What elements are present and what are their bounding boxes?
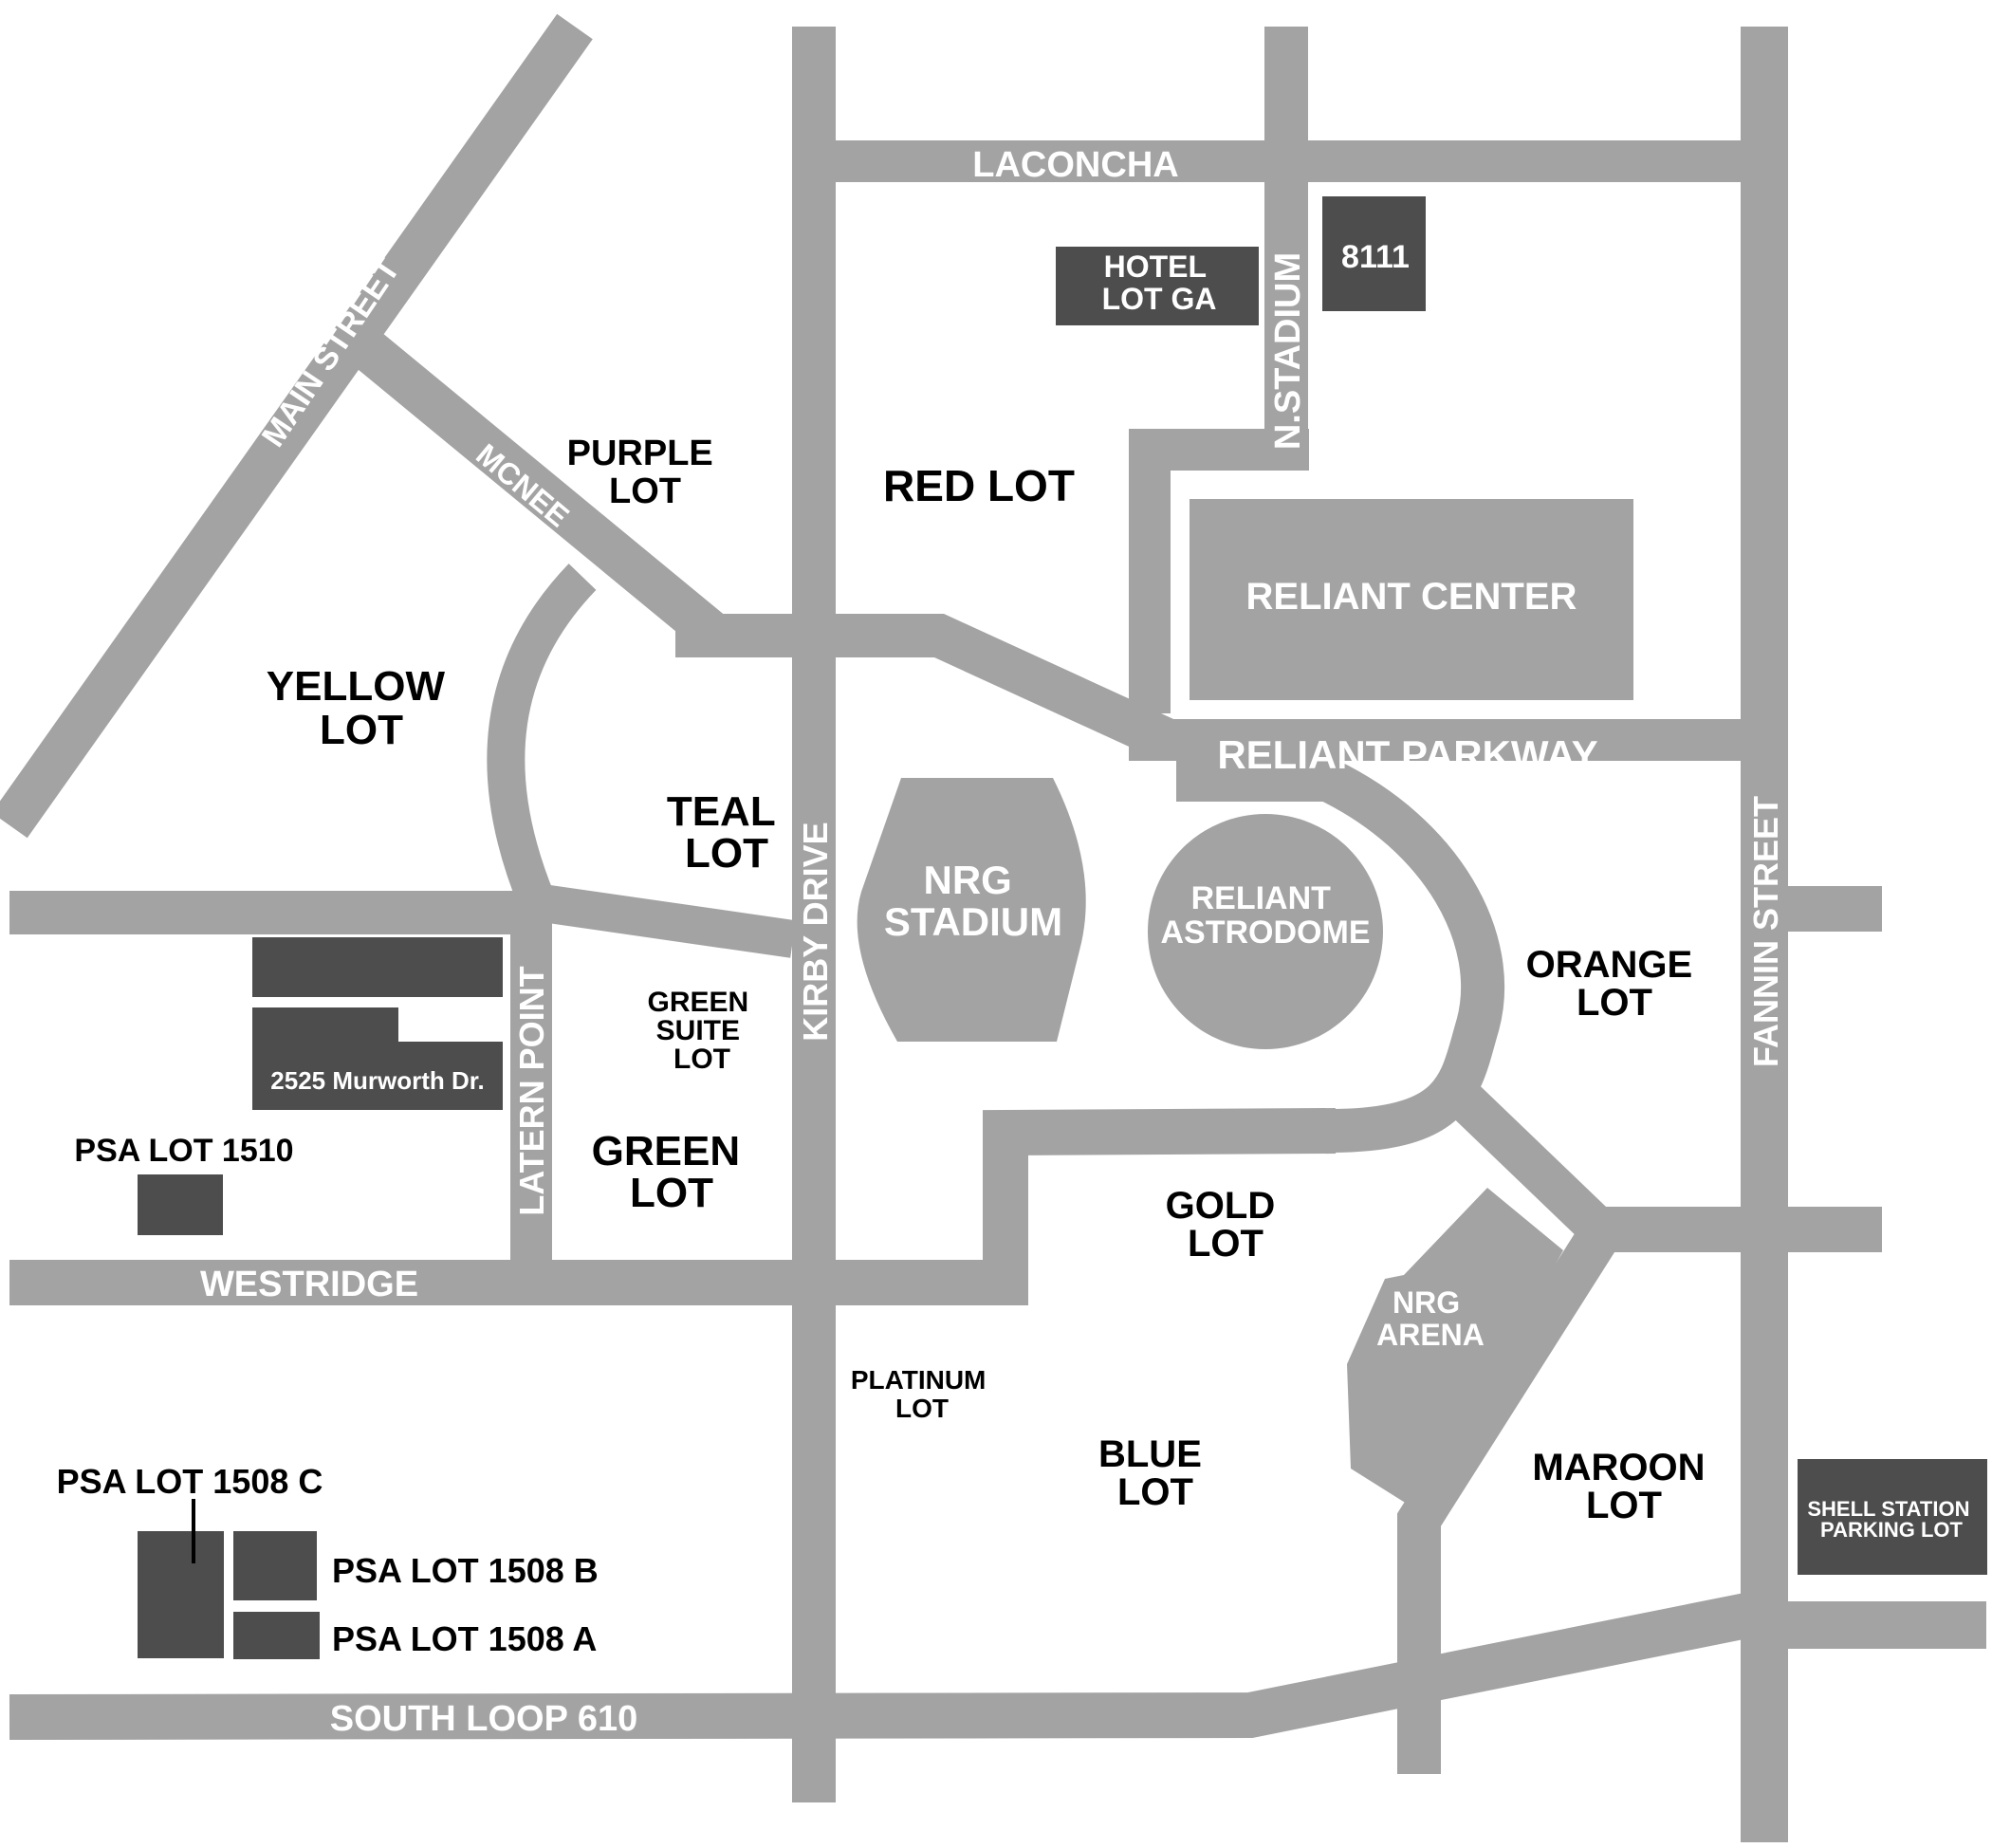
reliant-center-building[interactable] [1190, 499, 1633, 700]
murworth-block-upper[interactable] [252, 937, 503, 997]
road-network [0, 13, 1986, 1842]
road-label-reliant-parkway: RELIANT PARKWAY [1217, 732, 1597, 777]
green-suite-line3: LOT [673, 1044, 730, 1075]
purple-lot-label: PURPLE LOT [567, 434, 724, 511]
road-center-west-lane [1129, 429, 1309, 713]
nrg-stadium-building[interactable] [857, 778, 1086, 1042]
road-orange-connector [1436, 1072, 1609, 1239]
hotel-line2: LOT GA [1102, 282, 1217, 316]
gold-lot-line2: LOT [1188, 1223, 1263, 1265]
platinum-lot-line1: PLATINUM [851, 1365, 987, 1395]
psa-lot-1508b-label: PSA LOT 1508 B [332, 1551, 599, 1590]
reliant-astrodome-building[interactable] [1148, 814, 1383, 1049]
gold-lot-line1: GOLD [1166, 1185, 1276, 1227]
hotel-lot-ga-label: HOTEL LOT GA [1102, 249, 1217, 316]
green-lot-label: GREEN LOT [592, 1128, 752, 1216]
blue-lot-label: BLUE LOT [1098, 1433, 1212, 1513]
nrg-arena-line2: ARENA [1376, 1318, 1485, 1352]
lot-labels: PURPLE LOT RED LOT YELLOW LOT TEAL LOT G… [57, 434, 1715, 1658]
nrg-stadium-line1: NRG [923, 858, 1011, 902]
yellow-lot-line2: LOT [320, 707, 403, 753]
shell-line1: SHELL STATION [1807, 1497, 1969, 1521]
buildings [138, 196, 1987, 1659]
road-label-laconcha: LACONCHA [972, 145, 1178, 185]
building-labels: HOTEL LOT GA 8111 RELIANT CENTER NRG STA… [270, 239, 1975, 1542]
psa-lot-1508a-label: PSA LOT 1508 A [332, 1619, 597, 1658]
road-label-kirby-drive: KIRBY DRIVE [796, 822, 835, 1041]
yellow-lot-line1: YELLOW [267, 663, 446, 710]
psa-lot-1508c-label: PSA LOT 1508 C [57, 1462, 323, 1501]
road-kirby-upper-connector [675, 614, 1176, 760]
red-lot-label: RED LOT [883, 461, 1075, 510]
hotel-line1: HOTEL [1104, 249, 1207, 284]
psa-lot-1508a-block[interactable] [233, 1612, 320, 1659]
yellow-lot-label: YELLOW LOT [267, 663, 456, 753]
road-yellow-arc [487, 564, 597, 909]
hotel-lot-ga-block[interactable] [1056, 247, 1259, 325]
road-mcnee [356, 334, 729, 653]
green-lot-line2: LOT [630, 1170, 713, 1216]
reliant-center-label: RELIANT CENTER [1246, 576, 1577, 618]
astrodome-line1: RELIANT [1191, 880, 1332, 916]
road-teal-connector [526, 882, 796, 958]
nrg-arena-line1: NRG [1393, 1285, 1460, 1320]
psa-lot-1510-block[interactable] [138, 1174, 223, 1235]
road-label-n-stadium: N.STADIUM [1268, 252, 1308, 450]
maroon-lot-line1: MAROON [1532, 1447, 1705, 1488]
shell-station-label: SHELL STATION PARKING LOT [1807, 1497, 1975, 1542]
platinum-lot-line2: LOT [895, 1394, 949, 1423]
teal-lot-label: TEAL LOT [667, 788, 786, 877]
blue-lot-line2: LOT [1117, 1471, 1193, 1513]
blue-lot-line1: BLUE [1098, 1433, 1202, 1475]
green-lot-line1: GREEN [592, 1128, 740, 1174]
orange-lot-label: ORANGE LOT [1526, 944, 1704, 1024]
teal-lot-line1: TEAL [667, 788, 775, 835]
road-label-latern-point: LATERN POINT [512, 966, 551, 1215]
nrg-arena-building[interactable] [1347, 1188, 1563, 1510]
purple-lot-line2: LOT [609, 471, 681, 511]
green-suite-lot-label: GREEN SUITE LOT [647, 987, 756, 1075]
road-main-street [0, 13, 593, 839]
purple-lot-line1: PURPLE [567, 434, 713, 473]
maroon-lot-line2: LOT [1586, 1485, 1662, 1526]
gold-lot-label: GOLD LOT [1166, 1185, 1286, 1265]
platinum-lot-label: PLATINUM LOT [851, 1365, 993, 1423]
psa-lot-1508b-block[interactable] [233, 1531, 317, 1600]
astrodome-line2: ASTRODOME [1161, 915, 1371, 951]
lot-8111-label: 8111 [1341, 239, 1410, 275]
orange-lot-line1: ORANGE [1526, 944, 1693, 986]
reliant-astrodome-label: RELIANT ASTRODOME [1161, 880, 1371, 951]
nrg-stadium-label: NRG STADIUM [884, 858, 1062, 944]
teal-lot-line2: LOT [685, 830, 768, 877]
road-label-south-loop-610: SOUTH LOOP 610 [330, 1699, 638, 1739]
psa-lot-1510-label: PSA LOT 1510 [74, 1133, 293, 1169]
road-gold-inner [983, 1108, 1337, 1305]
orange-lot-line2: LOT [1577, 982, 1652, 1024]
nrg-arena-label: NRG ARENA [1376, 1285, 1485, 1352]
murworth-label: 2525 Murworth Dr. [270, 1066, 484, 1095]
road-label-westridge: WESTRIDGE [200, 1265, 418, 1304]
green-suite-line1: GREEN [647, 987, 748, 1018]
green-suite-line2: SUITE [656, 1015, 740, 1046]
lot-8111-block[interactable] [1322, 196, 1426, 311]
shell-station-block[interactable] [1798, 1459, 1987, 1575]
road-label-fannin-street: FANNIN STREET [1746, 796, 1785, 1067]
maroon-lot-label: MAROON LOT [1532, 1447, 1715, 1526]
murworth-block-lower[interactable] [252, 1000, 503, 1110]
psa-lot-1508c-block[interactable] [138, 1531, 224, 1658]
road-south-loop-610 [9, 1592, 1756, 1740]
road-astrodome-loop [1176, 758, 1505, 1153]
shell-line2: PARKING LOT [1820, 1518, 1963, 1542]
nrg-stadium-line2: STADIUM [884, 899, 1062, 944]
